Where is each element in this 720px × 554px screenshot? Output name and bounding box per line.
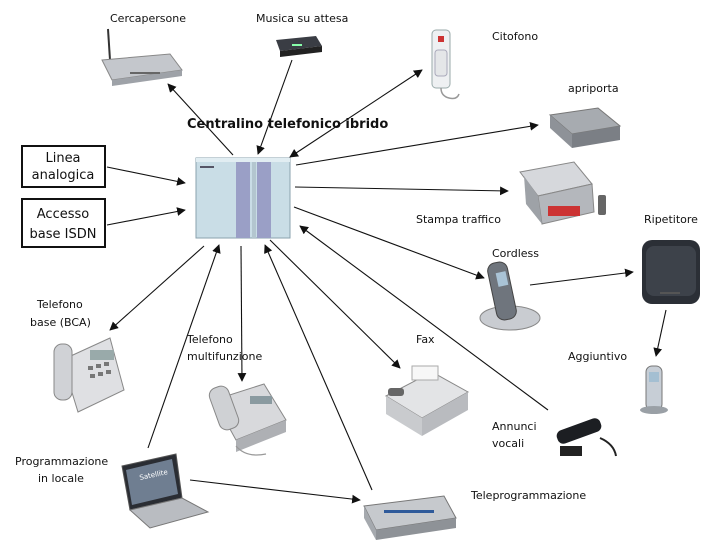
local-prog-label-2: in locale <box>38 472 84 485</box>
multifunction-label-1: Telefono <box>186 333 233 346</box>
arrow-pbx-to-printer <box>294 186 509 196</box>
arrow-intercom-pbx <box>289 69 423 158</box>
pbx-icon <box>195 157 291 239</box>
fax-icon <box>384 365 470 436</box>
printer-label: Stampa traffico <box>416 213 501 226</box>
fax-label: Fax <box>416 333 435 346</box>
pager-label: Cercapersone <box>110 12 186 25</box>
voice-announcements-icon <box>556 418 617 457</box>
repeater-label: Ripetitore <box>644 213 698 226</box>
cordless-icon <box>479 261 541 331</box>
arrow-pbx-to-basic-phone <box>109 245 205 331</box>
arrow-analog-to-pbx <box>106 166 186 186</box>
remote-prog-label: Teleprogrammazione <box>470 489 586 502</box>
repeater-icon <box>642 240 700 304</box>
arrow-cordless-to-repeater <box>529 268 634 286</box>
arrow-isdn-to-pbx <box>106 207 186 226</box>
basic-phone-label-1: Telefono <box>36 298 83 311</box>
printer-icon <box>519 161 606 225</box>
connections <box>106 59 667 504</box>
analog-line-box: Linea analogica <box>21 145 106 188</box>
music-on-hold-label: Musica su attesa <box>256 12 348 25</box>
arrow-pbx-to-pager <box>167 83 234 156</box>
multifunction-phone-icon <box>208 383 287 456</box>
cordless-label: Cordless <box>492 247 539 260</box>
diagram-title: Centralino telefonico ibrido <box>187 117 388 132</box>
door-opener-icon <box>548 107 622 148</box>
music-on-hold-icon <box>276 36 322 57</box>
intercom-label: Citofono <box>492 30 538 43</box>
voice-label-1: Annunci <box>492 420 537 433</box>
isdn-label-2: base ISDN <box>30 227 97 242</box>
door-opener-label: apriporta <box>568 82 619 95</box>
basic-phone-label-2: base (BCA) <box>30 316 91 329</box>
arrow-pbx-to-door-opener <box>295 121 539 166</box>
additional-handset-icon <box>640 365 668 414</box>
arrow-laptop-to-router <box>189 479 361 504</box>
pager-icon <box>101 28 183 86</box>
isdn-label-1: Accesso <box>37 207 90 222</box>
voice-label-2: vocali <box>492 437 524 450</box>
intercom-icon <box>431 29 460 100</box>
analog-line-label-2: analogica <box>32 168 95 183</box>
arrow-music-to-pbx <box>256 59 293 155</box>
arrow-pbx-to-multifunction <box>237 245 247 382</box>
laptop-icon: Satellite <box>121 453 210 529</box>
additional-label: Aggiuntivo <box>568 350 627 363</box>
arrow-repeater-to-additional <box>653 309 667 357</box>
remote-router-icon <box>363 495 457 540</box>
arrow-pbx-to-cordless <box>293 206 485 280</box>
isdn-box: Accesso base ISDN <box>21 198 106 248</box>
analog-line-label-1: Linea <box>45 151 80 166</box>
arrow-pbx-to-fax <box>269 239 401 369</box>
local-prog-label-1: Programmazione <box>15 455 108 468</box>
arrow-router-to-pbx <box>264 244 373 491</box>
multifunction-label-2: multifunzione <box>187 350 262 363</box>
basic-phone-icon <box>53 337 125 413</box>
arrow-local-prog-to-pbx <box>147 244 221 449</box>
arrow-voice-to-pbx <box>299 225 549 411</box>
